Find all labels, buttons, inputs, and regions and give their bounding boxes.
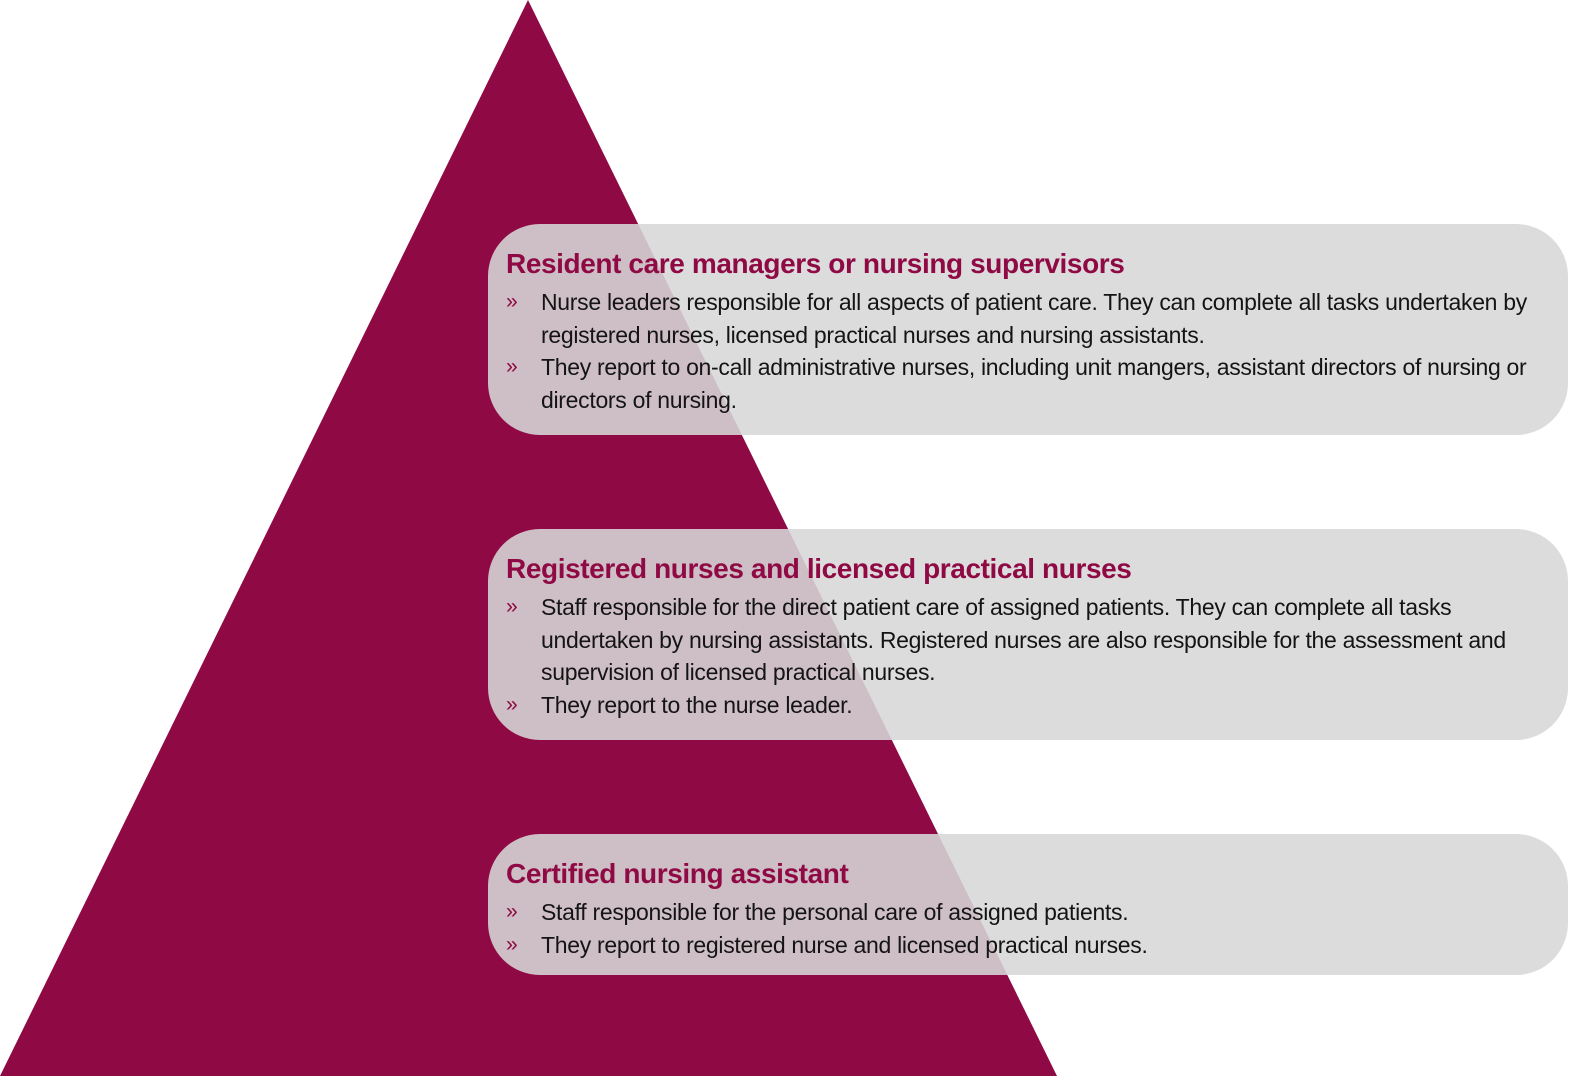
bullet-text: Staff responsible for the personal care … [541,899,1129,925]
bullet-list: » Staff responsible for the personal car… [506,896,1538,961]
tier-certified-nursing-assistant: Certified nursing assistant » Staff resp… [488,834,1568,975]
bullet-item: » Staff responsible for the direct patie… [506,591,1538,689]
bullet-text: Staff responsible for the direct patient… [541,594,1506,685]
bullet-arrow-icon: » [506,290,518,313]
bullet-item: » Nurse leaders responsible for all aspe… [506,286,1538,351]
bullet-list: » Nurse leaders responsible for all aspe… [506,286,1538,416]
bullet-item: » They report to on-call administrative … [506,351,1538,416]
tier-title: Registered nurses and licensed practical… [506,553,1132,584]
bullet-arrow-icon: » [506,932,518,956]
bullet-arrow-icon: » [506,355,518,378]
tier-resident-care-managers: Resident care managers or nursing superv… [488,224,1568,435]
bullet-arrow-icon: » [506,692,518,716]
tier-registered-nurses: Registered nurses and licensed practical… [488,529,1568,740]
bullet-text: They report to on-call administrative nu… [541,354,1527,413]
bullet-text: They report to the nurse leader. [541,691,853,718]
bullet-arrow-icon: » [506,595,518,618]
tier-title: Resident care managers or nursing superv… [506,248,1125,279]
bullet-item: » They report to the nurse leader. [506,689,1538,722]
bullet-text: They report to registered nurse and lice… [541,931,1148,958]
bullet-text: Nurse leaders responsible for all aspect… [541,289,1527,348]
bullet-arrow-icon: » [506,900,518,923]
bullet-item: » They report to registered nurse and li… [506,929,1538,962]
tier-title: Certified nursing assistant [506,858,849,889]
bullet-list: » Staff responsible for the direct patie… [506,591,1538,721]
bullet-item: » Staff responsible for the personal car… [506,896,1538,929]
